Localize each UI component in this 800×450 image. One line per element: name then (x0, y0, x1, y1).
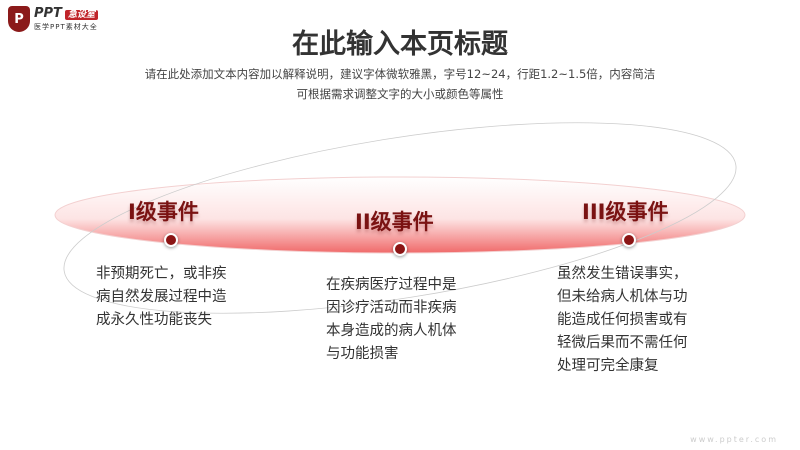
level-3-description: 虽然发生错误事实，但未给病人机体与功能造成任何损害或有轻微后果而不需任何处理可完… (557, 266, 688, 374)
level-1-dot (164, 233, 178, 247)
logo-tagline: 医学PPT素材大全 (34, 22, 98, 31)
level-2-description: 在疾病医疗过程中是因诊疗活动而非疾病本身造成的病人机体与功能损害 (326, 277, 457, 362)
level-1-label: I级事件 (128, 200, 199, 224)
level-2-dot (393, 242, 407, 256)
subtitle-line-2: 可根据需求调整文字的大小或颜色等属性 (296, 87, 504, 101)
level-3-dot (622, 233, 636, 247)
level-3-label: III级事件 (582, 200, 669, 224)
watermark: www.ppter.com (690, 435, 778, 444)
shield-logo-icon: P (8, 6, 30, 32)
page-title: 在此输入本页标题 (292, 29, 508, 60)
level-1-description: 非预期死亡，或非疾病自然发展过程中造成永久性功能丧失 (96, 266, 227, 328)
subtitle-line-1: 请在此处添加文本内容加以解释说明，建议字体微软雅黑，字号12~24，行距1.2~… (144, 67, 656, 81)
level-2-label: II级事件 (355, 210, 434, 234)
